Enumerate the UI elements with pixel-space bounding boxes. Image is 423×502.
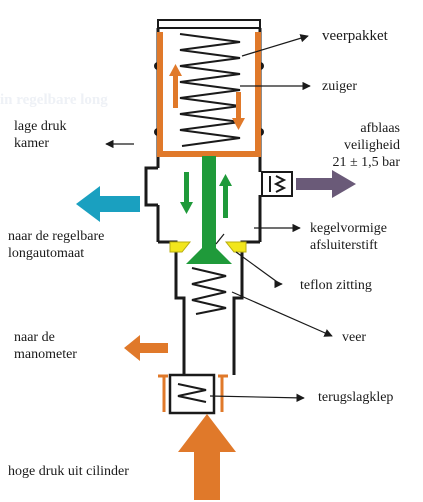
valve-stem: [186, 156, 232, 264]
piston: [157, 32, 261, 157]
label-afblaas-line2: veiligheid: [344, 138, 400, 153]
teflon-seats: [169, 241, 247, 253]
label-naar-regelbare-longautomaat: naar de regelbare longautomaat: [8, 228, 104, 262]
relief-valve: [261, 171, 293, 197]
label-afblaas-veiligheid: afblaas veiligheid 21 ± 1,5 bar: [332, 120, 400, 171]
main-spring: [179, 33, 241, 147]
label-veerpakket: veerpakket: [322, 28, 388, 44]
lower-spring: [191, 267, 227, 315]
outlet-arrow-regulator: [76, 186, 140, 222]
label-kegel-line1: kegelvormige: [310, 221, 387, 236]
label-lage-druk-line2: kamer: [14, 136, 49, 151]
outlet-arrow-manometer: [124, 335, 168, 361]
leader-lines: [105, 34, 333, 403]
label-regelbare-line2: longautomaat: [8, 246, 85, 261]
label-afblaas-line3: 21 ± 1,5 bar: [332, 155, 400, 170]
label-lage-druk-line1: lage druk: [14, 119, 67, 134]
label-lage-druk-kamer: lage druk kamer: [14, 118, 66, 152]
label-manometer-line2: manometer: [14, 347, 77, 362]
piston-motion-arrows: [169, 64, 245, 130]
watermark-text: in regelbare long: [0, 92, 108, 108]
check-valve-housing: [158, 374, 228, 412]
label-terugslagklep: terugslagklep: [318, 390, 394, 405]
label-regelbare-line1: naar de regelbare: [8, 229, 105, 244]
seal-rings: [154, 62, 264, 136]
label-kegelvormige-afsluiterstift: kegelvormige afsluiterstift: [310, 220, 387, 254]
label-kegel-line2: afsluiterstift: [310, 238, 378, 253]
label-zuiger: zuiger: [322, 79, 357, 94]
label-manometer-line1: naar de: [14, 330, 55, 345]
flow-arrows-green: [180, 172, 232, 218]
relief-outlet-arrow: [296, 170, 356, 198]
inlet-arrow-cylinder: [178, 414, 236, 500]
check-valve: [177, 383, 207, 403]
label-teflon-zitting: teflon zitting: [300, 278, 372, 293]
label-afblaas-line1: afblaas: [360, 121, 400, 136]
label-hoge-druk-uit-cilinder: hoge druk uit cilinder: [8, 464, 129, 479]
label-veer: veer: [342, 330, 367, 345]
label-naar-de-manometer: naar de manometer: [14, 329, 77, 363]
